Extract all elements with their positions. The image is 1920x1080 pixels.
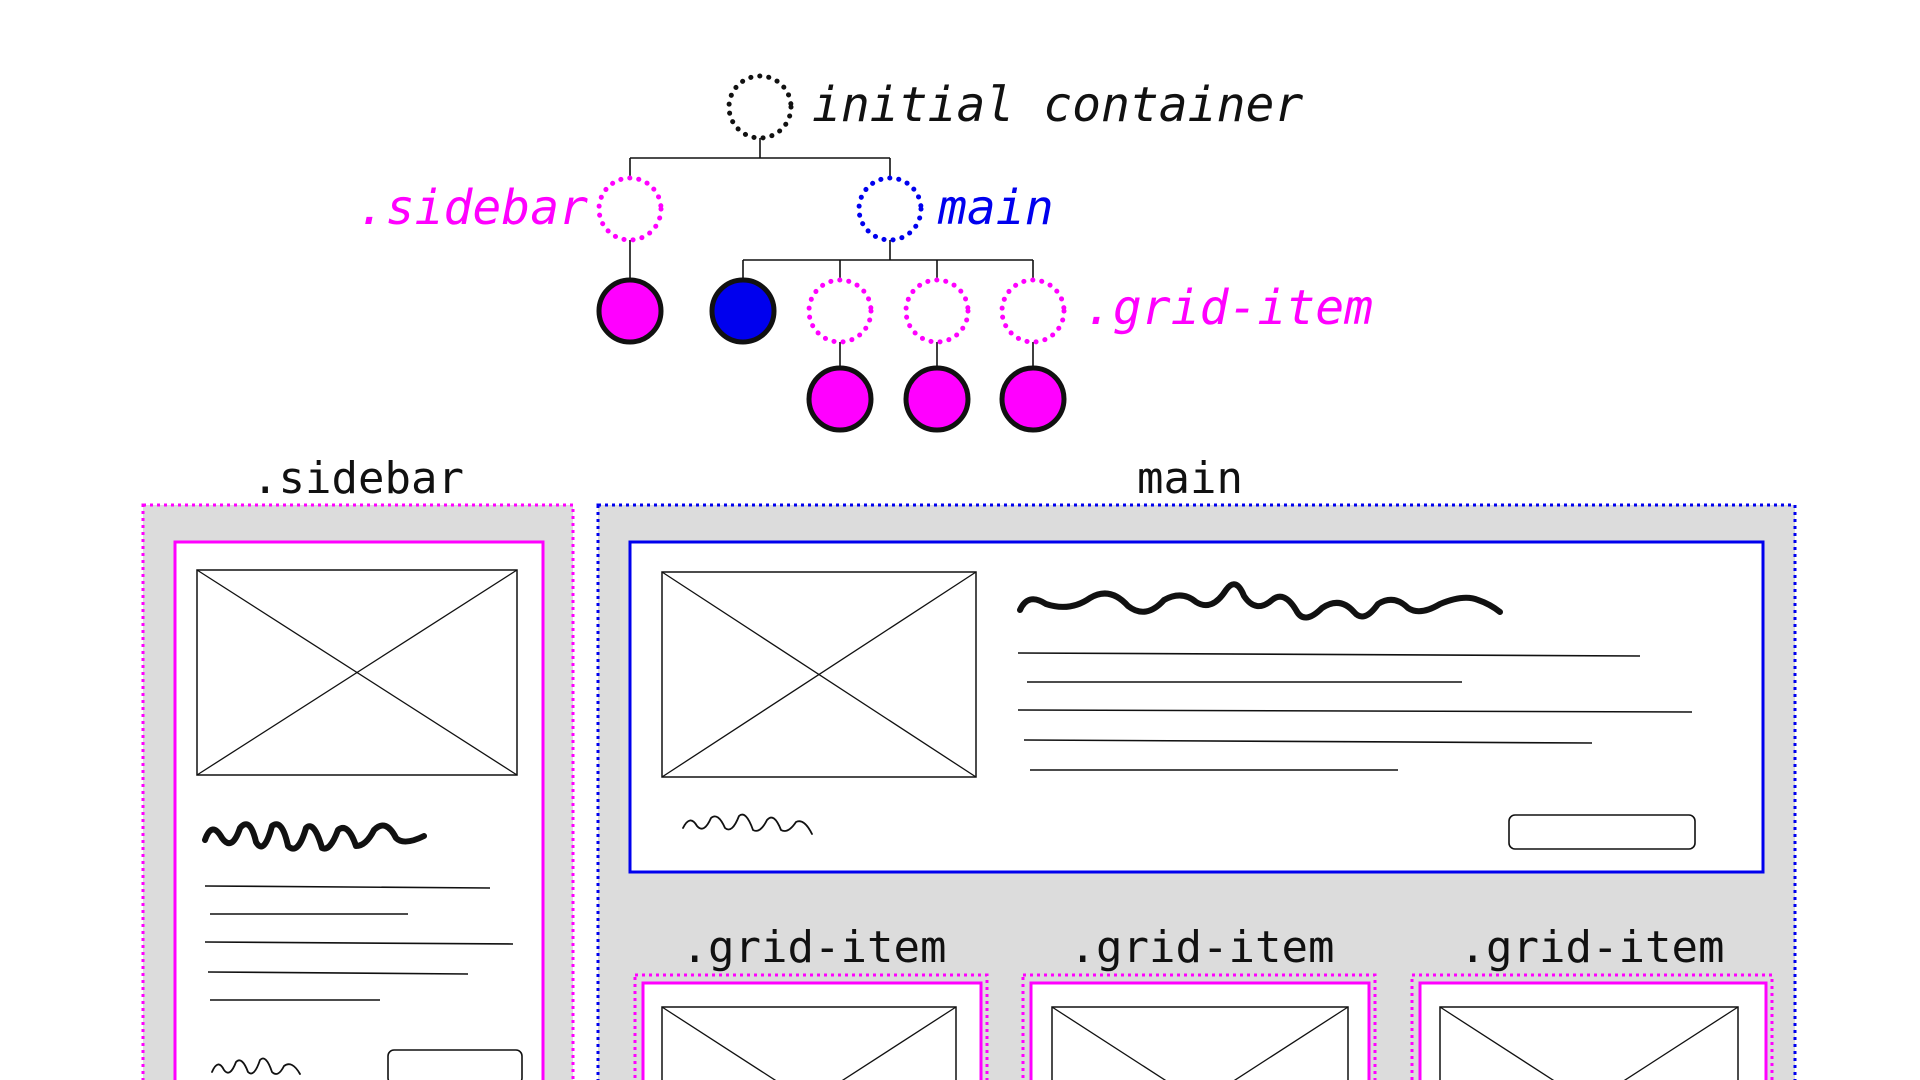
button-placeholder — [1508, 814, 1696, 850]
text-lines — [1017, 652, 1693, 771]
image-placeholder — [1439, 1006, 1739, 1080]
grid-item-child-node — [806, 365, 874, 433]
grid-item-title: .grid-item — [1460, 922, 1725, 973]
sidebar-title: .sidebar — [252, 453, 464, 504]
grid-item-card — [641, 981, 983, 1080]
main-card — [628, 540, 1765, 874]
sidebar-node-label: .sidebar — [357, 180, 588, 236]
grid-item-title: .grid-item — [682, 922, 947, 973]
grid-item-node — [806, 277, 874, 345]
grid-item-title: .grid-item — [1070, 922, 1335, 973]
sidebar-node — [596, 175, 664, 243]
grid-item-card — [1029, 981, 1371, 1080]
main-child-node — [709, 277, 777, 345]
sidebar-card — [173, 540, 545, 1080]
wireframe-layout: .sidebar main — [141, 453, 1797, 1080]
scribble-caption — [682, 813, 813, 835]
main-title: main — [1137, 453, 1243, 504]
initial-container-node — [726, 73, 794, 141]
image-placeholder — [661, 1006, 957, 1080]
grid-item-child-node — [999, 365, 1067, 433]
grid-item: .grid-item — [633, 922, 989, 1080]
image-placeholder — [1051, 1006, 1349, 1080]
main-node — [856, 175, 924, 243]
box-tree: initial container .sidebar main .grid-it… — [357, 73, 1373, 433]
sidebar-child-node — [596, 277, 664, 345]
scribble-heading — [1017, 581, 1503, 621]
grid-item-node — [903, 277, 971, 345]
image-placeholder — [196, 569, 518, 776]
initial-container-label: initial container — [812, 77, 1303, 133]
grid-item: .grid-item — [1410, 922, 1774, 1080]
scribble-caption — [211, 1057, 301, 1075]
grid-item: .grid-item — [1021, 922, 1377, 1080]
grid-item-child-node — [903, 365, 971, 433]
tree-connectors — [629, 138, 1034, 368]
scribble-heading — [202, 821, 427, 852]
grid-item-node — [999, 277, 1067, 345]
image-placeholder — [661, 571, 977, 778]
grid-item-node-label: .grid-item — [1084, 280, 1373, 336]
button-placeholder — [387, 1049, 523, 1080]
text-lines — [204, 885, 514, 1001]
grid-item-card — [1418, 981, 1768, 1080]
main-node-label: main — [937, 180, 1054, 236]
